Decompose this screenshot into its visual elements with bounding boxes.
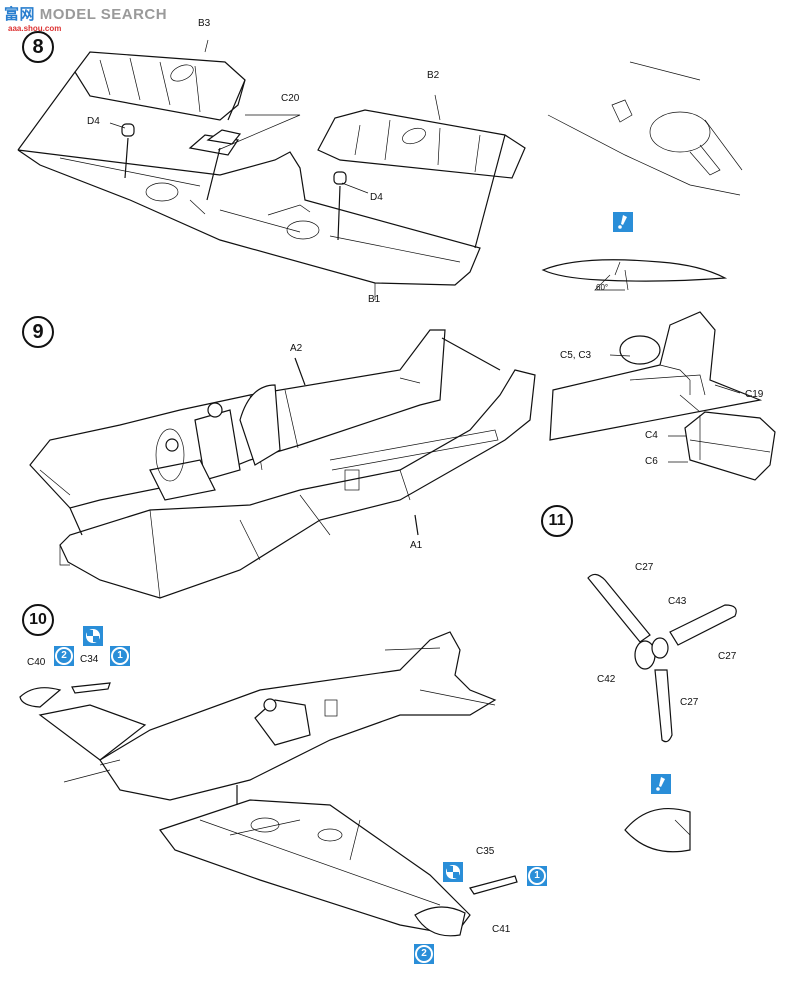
label-c35: C35 (476, 846, 495, 857)
label-d4-right: D4 (370, 192, 383, 203)
badge-one: 1 (110, 646, 130, 666)
label-angle: 60° (596, 283, 609, 292)
fuselage-a2 (29, 329, 446, 509)
detail-tail (549, 311, 776, 481)
label-c27-right: C27 (718, 651, 737, 662)
part-c34 (71, 682, 111, 694)
label-b3: B3 (198, 18, 211, 29)
checker-icon (443, 862, 463, 882)
label-c27-bottom: C27 (680, 697, 699, 708)
step-number-10: 10 (22, 604, 54, 636)
label-c40: C40 (27, 657, 46, 668)
label-a1: A1 (410, 540, 423, 551)
label-c42: C42 (597, 674, 616, 685)
badge-two: 2 (414, 944, 434, 964)
step-number-11: 11 (541, 505, 573, 537)
upper-wing-b3 (74, 51, 246, 121)
part-d4-right (333, 171, 347, 185)
label-c19: C19 (745, 389, 764, 400)
label-c6: C6 (645, 456, 658, 467)
watermark-url: aaa.shou.com (8, 24, 62, 33)
part-c41 (414, 906, 466, 937)
label-b1: B1 (368, 294, 381, 305)
label-c34: C34 (80, 654, 99, 665)
detail-airfoil (541, 259, 728, 291)
badge-one: 1 (527, 866, 547, 886)
label-b2: B2 (427, 70, 440, 81)
step-number-8: 8 (22, 31, 54, 63)
part-c40 (19, 687, 62, 708)
label-c27-top: C27 (635, 562, 654, 573)
label-c20: C20 (281, 93, 300, 104)
attention-icon (613, 212, 633, 232)
lower-wing-b1 (17, 149, 481, 286)
label-c43: C43 (668, 596, 687, 607)
detail-spinner (624, 808, 691, 853)
propeller (587, 573, 737, 743)
label-d4-left: D4 (87, 116, 100, 127)
upper-wing-b2 (317, 109, 526, 179)
part-d4-left (121, 123, 135, 137)
attention-icon (651, 774, 671, 794)
label-a2: A2 (290, 343, 303, 354)
checker-icon (83, 626, 103, 646)
label-c4: C4 (645, 430, 658, 441)
step-number-9: 9 (22, 316, 54, 348)
cockpit-pilot (149, 402, 241, 501)
watermark: 富网 MODEL SEARCH (4, 6, 168, 23)
label-c41: C41 (492, 924, 511, 935)
fuselage-a1 (59, 369, 536, 599)
part-c20 (188, 129, 242, 156)
aircraft-complete (38, 631, 497, 936)
part-c35 (469, 875, 518, 895)
detail-wing-root (547, 61, 743, 196)
label-c5-c3: C5, C3 (560, 350, 592, 361)
badge-two: 2 (54, 646, 74, 666)
